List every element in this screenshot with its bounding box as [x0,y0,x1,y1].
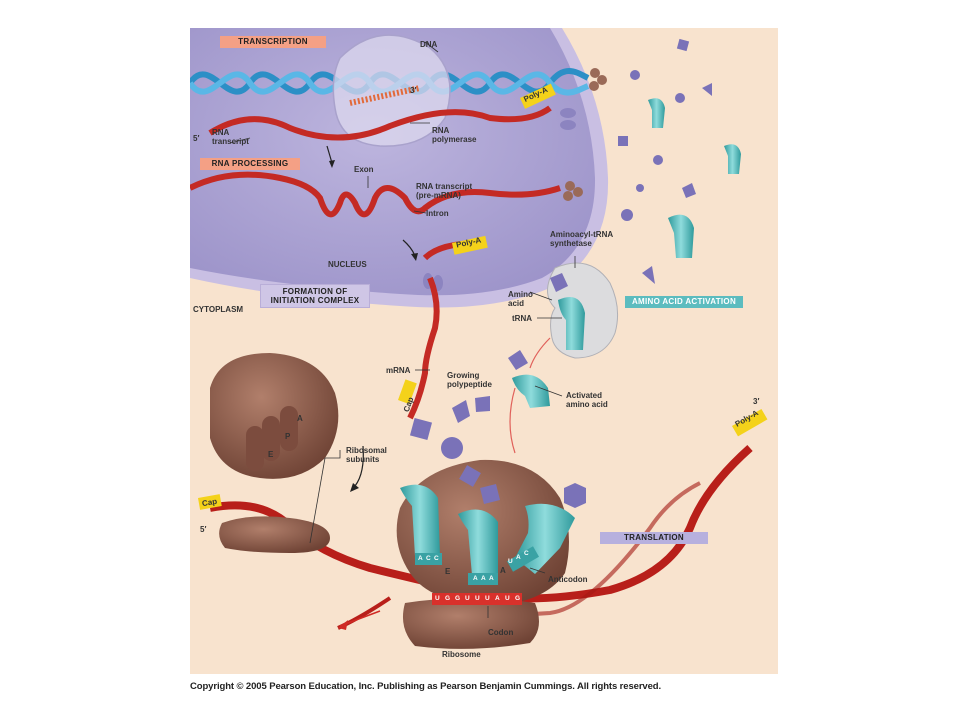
rna-transcript-strand [208,105,552,141]
amino-acid-label: Amino acid [508,290,533,308]
anticodon-label: Anticodon [548,575,588,584]
aminoacyl-trna-synthetase-label: Aminoacyl-tRNA synthetase [550,230,614,248]
anticodon-3-base-2: A [516,554,521,561]
growing-polypeptide [409,396,586,508]
anticodon-2-base-1: A [473,575,478,582]
free-trna-2 [724,144,741,174]
dna-label: DNA [420,40,438,49]
trna-sites-top [246,406,298,471]
growing-polypeptide-label: Growing polypeptide [447,371,492,389]
codon-base-5: U [475,595,480,602]
codon-base-6: U [485,595,490,602]
mrna-strand [407,276,440,420]
formation-of-initiation-complex-label: FORMATION OF INITIATION COMPLEX [260,284,370,308]
poly-a-tag-1 [520,83,556,109]
anticodon-1-base-3: C [434,555,439,562]
activated-trna [508,350,550,408]
trna-a-site [507,503,575,574]
free-trna-1 [648,98,665,128]
codon-base-3: G [455,595,461,602]
ribosome-label: Ribosome [442,650,481,659]
amino-acid-on-synthetase [550,273,568,292]
cap-tag-2 [198,494,222,510]
small-ribosomal-subunit [219,516,330,553]
site-e-label: E [445,567,451,576]
leader-lines [229,41,576,618]
three-prime-top-label: 3′ [410,86,417,95]
trna-label: tRNA [512,314,532,323]
codon-base-4: U [465,595,470,602]
trna-e-site [400,484,442,565]
anticodon-3-base-3: C [524,550,529,557]
site-a-top-label: A [297,414,303,423]
ribosome-clusters [563,68,607,201]
rna-transcript-label: RNA transcript [212,128,249,146]
nucleus-interior [190,28,596,296]
arrow-delivery [509,387,516,454]
anticodon-2-base-3: A [489,575,494,582]
codon-base-8: U [505,595,510,602]
codon-base-9: G [515,595,521,602]
five-prime-bottom-label: 5′ [200,525,207,534]
anticodon-1-base-2: C [426,555,431,562]
diagram-svg [190,28,768,649]
nucleus-label: NUCLEUS [328,260,367,269]
site-p-top-label: P [285,432,291,441]
translation-label: TRANSLATION [600,532,708,544]
trna-p-site [458,509,498,585]
ribosomal-subunits-label: Ribosomal subunits [346,446,387,464]
site-a-label: A [500,566,506,575]
cap-tag-1 [398,379,417,405]
pre-mrna-strand [190,171,561,218]
anticodon-2-base-2: A [481,575,486,582]
figure-panel: TRANSCRIPTION DNA 3′ 5′ RNA transcript R… [190,28,778,674]
arrow-activation [529,337,551,369]
large-ribosomal-subunit [210,353,339,479]
rna-processing-label: RNA PROCESSING [200,158,300,170]
codon-base-1: U [435,595,440,602]
free-trna-3 [668,214,694,258]
cytoplasm-label: CYTOPLASM [193,305,244,314]
codon-base-7: A [495,595,500,602]
ribosome-small [402,598,539,649]
arrow-processing [326,145,333,164]
codon-label: Codon [488,628,514,637]
anticodon-3-base-1: U [508,558,513,565]
rna-polymerase-label: RNA polymerase [432,126,477,144]
copyright-notice: Copyright © 2005 Pearson Education, Inc.… [190,681,662,692]
mrna-label: mRNA [386,366,411,375]
three-prime-right-label: 3′ [753,397,760,406]
amino-acid-activation-label: AMINO ACID ACTIVATION [625,296,743,308]
poly-a-tag-3 [732,409,768,437]
codon-base-2: G [445,595,451,602]
site-e-top-label: E [268,450,274,459]
intron-label: Intron [426,209,449,218]
anticodon-1-base-1: A [418,555,423,562]
free-amino-acids [618,38,712,284]
five-prime-left-label: 5′ [193,134,200,143]
trna-on-synthetase [558,296,585,350]
activated-amino-acid-label: Activated amino acid [566,391,608,409]
poly-a-tag-2 [452,235,488,255]
codon-row [432,593,522,605]
exon-label: Exon [354,165,374,174]
arrow-to-ribosome [354,445,364,487]
nuclear-pore-1 [560,108,576,130]
transcription-label: TRANSCRIPTION [220,36,326,48]
pre-mrna-label: RNA transcript (pre-mRNA) [416,182,473,200]
